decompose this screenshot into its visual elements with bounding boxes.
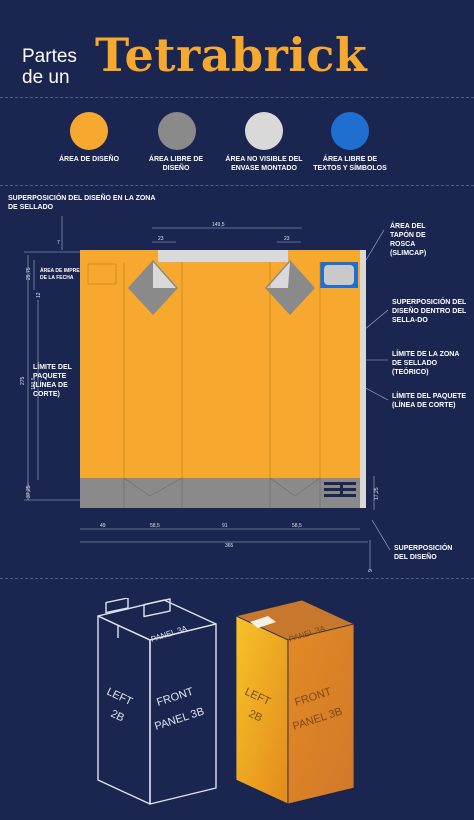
note-cap-area: ÁREA DEL TAPÓN DE ROSCA (SLIMCAP) <box>390 223 427 257</box>
cap-inner <box>324 265 354 285</box>
note-overlap-design: SUPERPOSICIÓN DEL DISEÑO <box>394 545 453 561</box>
note-overlap-seal-zone: SUPERPOSICIÓN DEL DISEÑO EN LA ZONA DE S… <box>8 195 156 211</box>
note-date-area: ÁREA DE IMPRESIÓN DE LA FECHA <box>40 268 92 281</box>
legend-swatch-design <box>70 112 108 150</box>
fold-diamond-right <box>265 260 315 315</box>
dim-right-small: 17,25 <box>374 487 380 500</box>
dim-left-small-2: 12 <box>36 292 42 298</box>
legend-label-free: ÁREA LIBRE DE DISEÑO <box>148 156 204 172</box>
box2-left-panel: 2B <box>247 708 264 725</box>
fold-diamond-right-inner <box>267 262 290 288</box>
box1-left-label: LEFT <box>105 686 135 708</box>
dieline-diagram: 149,5 23 23 7 29,75 12 275 193,5 37,25 4… <box>20 216 391 572</box>
box1-front-label: FRONT <box>155 686 195 709</box>
design-area <box>80 250 360 478</box>
legend-swatch-text-free <box>331 112 369 150</box>
title-line-2: de un <box>22 67 70 88</box>
dim-height-total: 275 <box>20 376 26 385</box>
note-package-limit-right: LÍMITE DEL PAQUETE (LÍNEA DE CORTE) <box>392 393 467 409</box>
dim-height-main: 193,5 <box>31 377 37 390</box>
box1-left-panel: 2B <box>109 708 126 725</box>
dim-panel-4: 58,5 <box>292 523 302 529</box>
dim-width-total: 365 <box>225 543 234 549</box>
dim-top-left-small: 7 <box>57 240 60 246</box>
fold-diamond-left-inner <box>153 262 176 288</box>
dim-left-small-1: 29,75 <box>26 267 32 280</box>
divider-mid <box>0 185 474 186</box>
note-package-limit-left: LÍMITE DEL PAQUETE (LÍNEA DE CORTE) <box>33 364 72 398</box>
divider-bottom <box>0 578 474 579</box>
divider-top <box>0 97 474 98</box>
page-title: Tetrabrick <box>95 28 368 82</box>
dim-top-span: 149,5 <box>212 222 225 228</box>
legend-label-text-free: ÁREA LIBRE DE TEXTOS Y SÍMBOLOS <box>313 156 387 172</box>
dim-panel-1: 49 <box>100 523 106 529</box>
legend-swatch-hidden <box>245 112 283 150</box>
legend-label-hidden: ÁREA NO VISIBLE DEL ENVASE MONTADO <box>225 156 303 172</box>
hidden-strip-top <box>158 250 288 262</box>
package-wireframe: PANEL 3A LEFT 2B FRONT PANEL 3B <box>97 598 217 805</box>
box1-top-panel: PANEL 3A <box>150 624 189 644</box>
dim-bottom-right: 9 <box>368 569 374 572</box>
dim-top-small-left: 23 <box>158 236 164 242</box>
barcode-symbol <box>324 482 356 497</box>
date-area <box>87 263 117 285</box>
title-line-1: Partes <box>22 46 77 67</box>
package-rendered: PANEL 3A LEFT 2B FRONT PANEL 3B <box>234 599 356 805</box>
note-overlap-inside-seal: SUPERPOSICIÓN DEL DISEÑO DENTRO DEL SELL… <box>392 299 467 324</box>
free-area-bottom <box>80 478 360 508</box>
note-seal-limit: LÍMITE DE LA ZONA DE SELLADO (TEÓRICO) <box>392 351 460 376</box>
dim-height-bottom: 37,25 <box>26 485 32 498</box>
box1-front-panel: PANEL 3B <box>153 706 206 733</box>
dim-panel-3: 91 <box>222 523 228 529</box>
legend-label-design: ÁREA DE DISEÑO <box>58 156 120 163</box>
hidden-strip-right <box>360 250 366 508</box>
legend-swatch-free <box>158 112 196 150</box>
dim-top-small-right: 23 <box>284 236 290 242</box>
dim-panel-2: 58,5 <box>150 523 160 529</box>
